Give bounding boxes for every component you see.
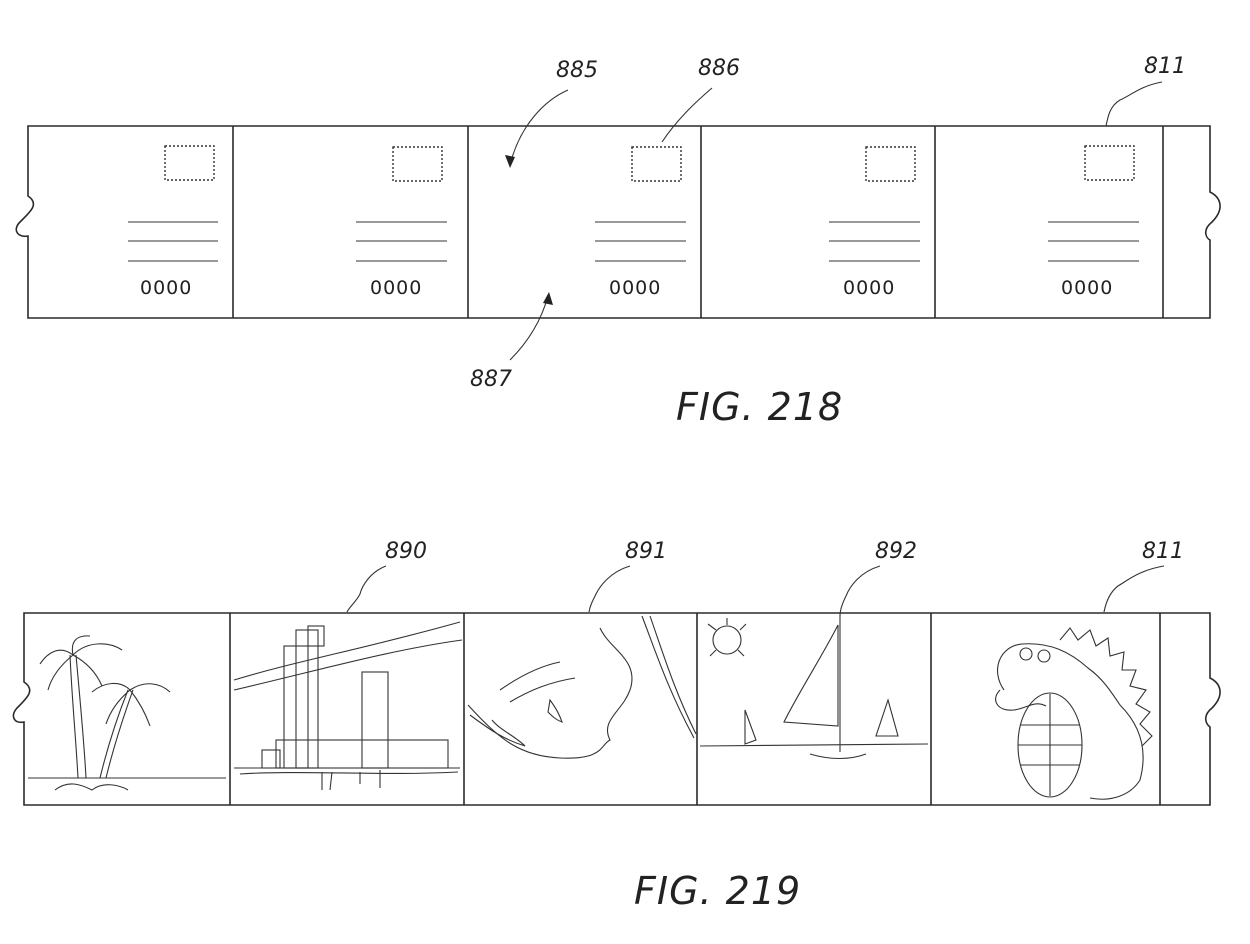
sailboats-picture xyxy=(699,615,929,760)
leader-811-219 xyxy=(1103,565,1165,613)
leader-891 xyxy=(588,565,631,613)
leader-885 xyxy=(509,89,569,166)
ref-886: 886 xyxy=(698,56,740,81)
postcode-boxes: 0000 xyxy=(843,277,895,299)
ref-885: 885 xyxy=(556,58,598,83)
ref-891: 891 xyxy=(625,539,667,564)
print-media-strip-219 xyxy=(12,612,1221,806)
postcode-boxes: 0000 xyxy=(609,277,661,299)
face-profile-picture xyxy=(467,615,697,759)
ref-892: 892 xyxy=(875,539,917,564)
print-media-strip-218 xyxy=(15,125,1221,319)
figure-caption-218: FIG. 218 xyxy=(676,385,843,429)
fig-218: 0000 0000 0000 0000 xyxy=(15,54,1221,429)
leader-887 xyxy=(509,295,549,361)
leader-886 xyxy=(661,87,713,143)
postcard-2: 0000 xyxy=(356,146,447,299)
postcard-3: 0000 xyxy=(595,146,686,299)
postcard-1: 0000 xyxy=(128,145,218,299)
postcode-boxes: 0000 xyxy=(1061,277,1113,299)
leader-890 xyxy=(346,565,387,613)
leader-811-218 xyxy=(1105,81,1163,127)
fig-219: 890 891 892 811 FIG. 219 xyxy=(12,539,1221,913)
dinosaur-picture xyxy=(995,627,1153,800)
postcode-boxes: 0000 xyxy=(140,277,192,299)
postcard-5: 0000 xyxy=(1048,145,1139,299)
stamp-box xyxy=(865,146,916,182)
leader-892 xyxy=(839,565,881,617)
ref-811: 811 xyxy=(1144,54,1186,79)
postcode-boxes: 0000 xyxy=(370,277,422,299)
palm-trees-picture xyxy=(28,635,226,791)
city-buildings-picture xyxy=(233,621,463,791)
postcard-4: 0000 xyxy=(829,146,920,299)
stamp-box xyxy=(1084,145,1135,181)
ref-811: 811 xyxy=(1142,539,1184,564)
stamp-box xyxy=(631,146,682,182)
stamp-box xyxy=(164,145,215,181)
ref-890: 890 xyxy=(385,539,427,564)
figure-caption-219: FIG. 219 xyxy=(634,869,801,913)
stamp-box xyxy=(392,146,443,182)
arrowhead-885 xyxy=(505,155,515,168)
arrowhead-887 xyxy=(543,292,553,305)
ref-887: 887 xyxy=(470,367,512,392)
